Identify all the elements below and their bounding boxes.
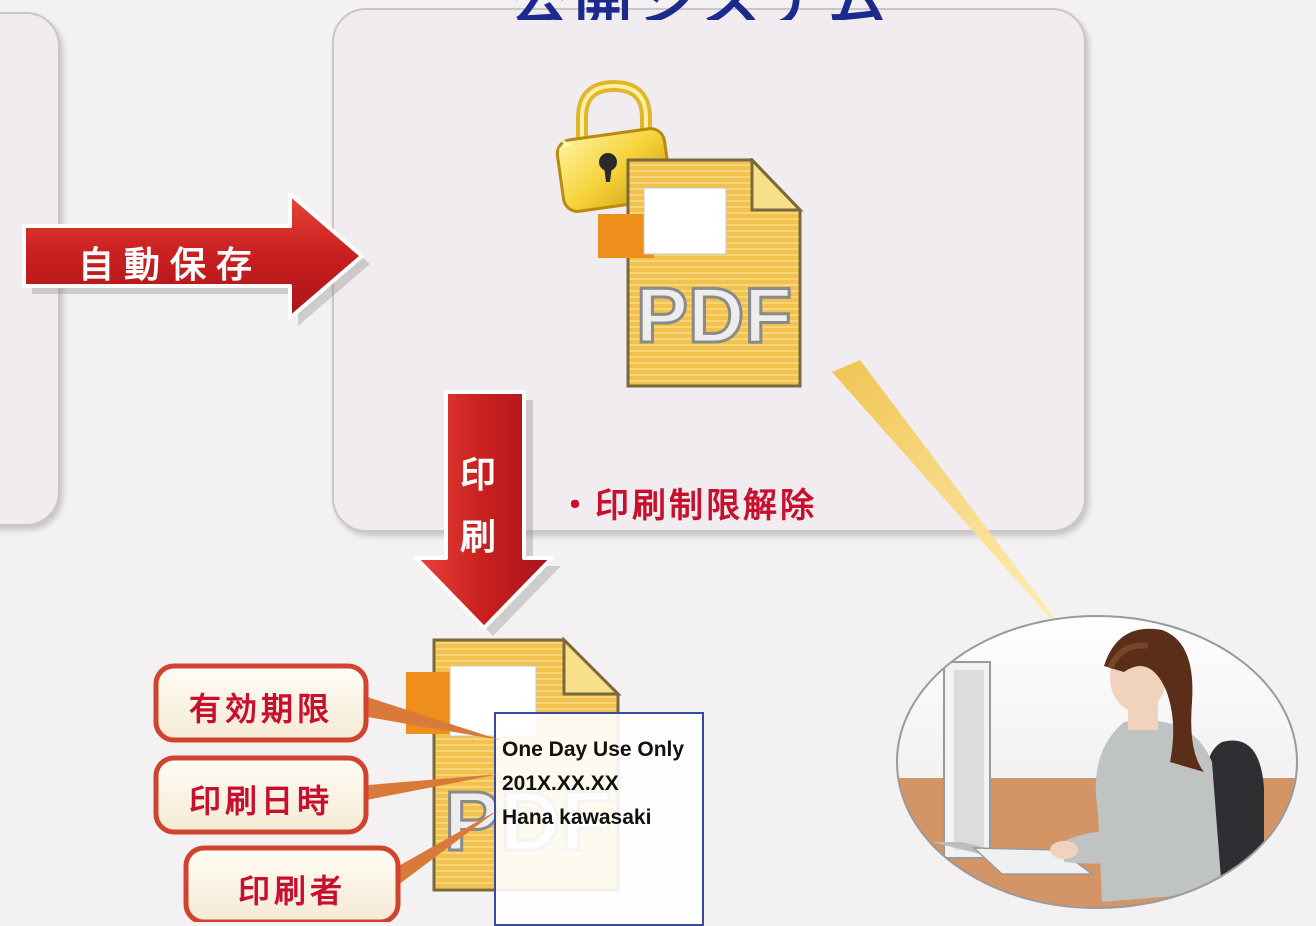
print-stamp-sheet <box>494 712 704 926</box>
light-beam <box>832 360 1080 652</box>
auto-save-arrow <box>22 192 370 326</box>
auto-save-label: 自動保存 <box>78 245 263 286</box>
print-label-char-2: 刷 <box>460 517 497 558</box>
pdf-icon-text: PDF <box>635 270 794 361</box>
print-label-char-1: 印 <box>460 455 497 496</box>
stamp-line-expiry: One Day Use Only <box>502 738 685 761</box>
stamp-line-name: Hana kawasaki <box>502 806 652 829</box>
callout-printer: 印刷者 <box>237 872 346 910</box>
callout-bubbles <box>153 663 500 922</box>
callout-expiry: 有効期限 <box>188 690 333 728</box>
callout-print-datetime: 印刷日時 <box>188 782 333 820</box>
pdf-file-icon <box>598 158 804 388</box>
user-illustration <box>896 615 1298 909</box>
panel-title: 公開システム <box>510 0 930 20</box>
stamp-line-date: 201X.XX.XX <box>502 772 619 795</box>
print-arrow <box>414 390 561 636</box>
print-restriction-note: ・印刷制限解除 <box>558 486 817 526</box>
